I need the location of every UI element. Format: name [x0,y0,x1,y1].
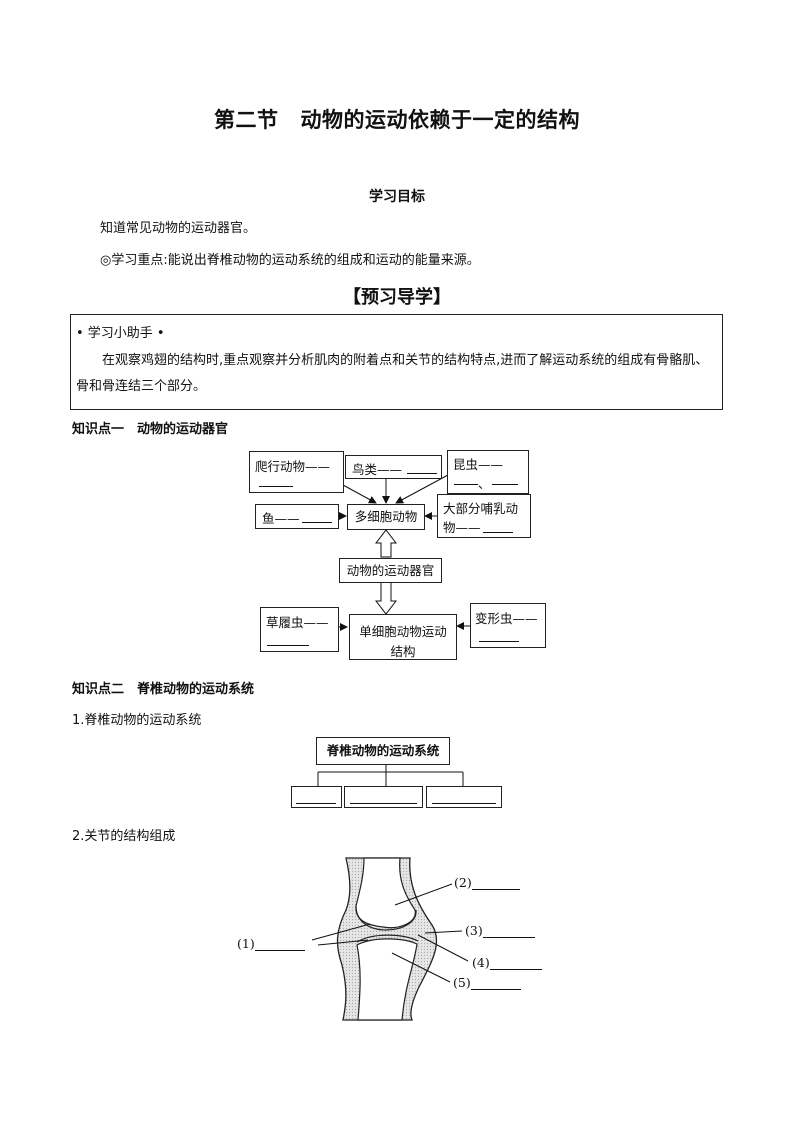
joint-label-2-blank [472,877,520,890]
joint-label-1: (1) [237,936,305,951]
joint-label-3-blank [483,925,535,938]
joint-label-2-text: (2) [454,875,472,890]
joint-label-4: (4) [472,955,542,970]
joint-label-3-text: (3) [465,923,483,938]
joint-label-2: (2) [454,875,520,890]
joint-label-5-text: (5) [453,975,471,990]
joint-label-5: (5) [453,975,521,990]
joint-label-5-blank [471,977,521,990]
joint-label-4-text: (4) [472,955,490,970]
joint-label-1-blank [255,938,305,951]
joint-label-3: (3) [465,923,535,938]
joint-label-1-text: (1) [237,936,255,951]
joint-label-4-blank [490,957,542,970]
